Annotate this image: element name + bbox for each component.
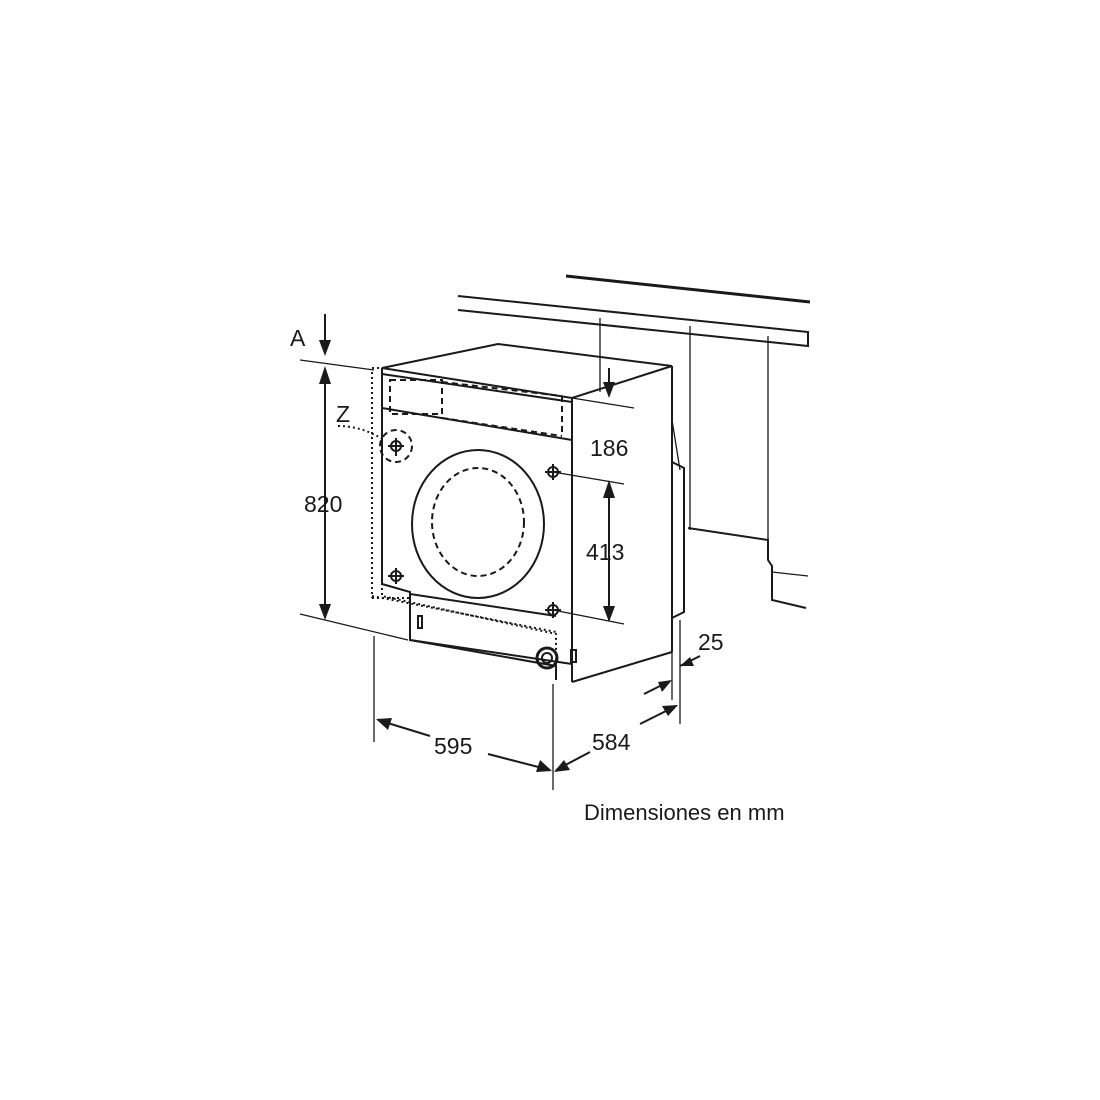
cabinet-outline	[457, 274, 811, 619]
plinth-slot-icon	[417, 615, 423, 629]
dimension-offset-25: 25	[698, 629, 724, 655]
dimension-lines	[299, 314, 701, 790]
dimension-top-186: 186	[590, 435, 628, 461]
service-flap-icon	[570, 649, 577, 663]
label-z: Z	[336, 401, 350, 427]
label-a: A	[290, 325, 306, 351]
dimension-depth-584: 584	[592, 729, 631, 755]
dimension-width-595: 595	[434, 733, 472, 759]
z-detail-screw-icon	[379, 429, 413, 463]
washing-machine	[337, 342, 673, 683]
hinge-screw-icon	[388, 568, 404, 584]
dimension-height-820: 820	[304, 491, 342, 517]
units-caption: Dimensiones en mm	[584, 800, 785, 825]
dimension-hinge-413: 413	[586, 539, 624, 565]
